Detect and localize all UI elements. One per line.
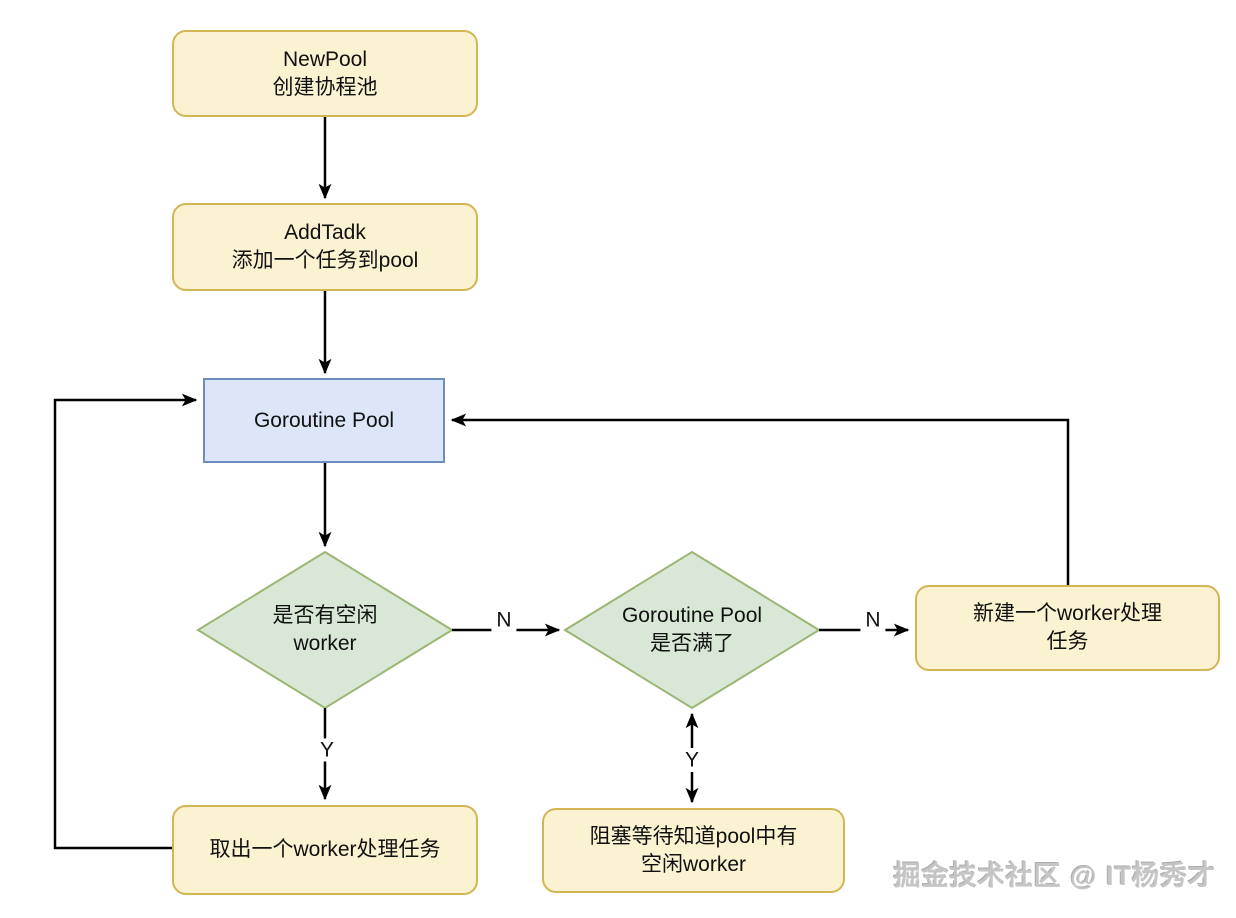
node-block-wait-line1: 阻塞等待知道pool中有: [589, 824, 798, 848]
node-goroutine-pool-label: Goroutine Pool: [253, 408, 395, 432]
node-new-worker-line2: 任务: [1046, 630, 1089, 653]
edge-label-full-yes: Y: [679, 748, 705, 772]
node-add-task: AddTadk 添加一个任务到pool: [172, 203, 478, 291]
edge-take-worker-loop-to-pool: [53, 393, 198, 850]
edge-label-idle-no: N: [491, 608, 517, 632]
edge-label-full-no: N: [860, 608, 886, 632]
idle-worker-decision-line1: 是否有空闲: [272, 604, 378, 628]
pool-full-decision-line1: Goroutine Pool: [621, 604, 763, 628]
node-new-worker-line1: 新建一个worker处理: [972, 602, 1162, 626]
pool-full-decision-line2: 是否满了: [650, 632, 734, 655]
node-new-pool: NewPool 创建协程池: [172, 30, 478, 117]
node-take-worker-label: 取出一个worker处理任务: [209, 838, 441, 862]
node-idle-worker-decision: 是否有空闲 worker: [215, 583, 435, 677]
node-take-worker: 取出一个worker处理任务: [172, 805, 478, 895]
node-pool-full-decision: Goroutine Pool 是否满了: [582, 583, 802, 677]
node-new-pool-title: NewPool: [282, 47, 368, 71]
diamond-pool-full-decision: [563, 550, 821, 710]
node-goroutine-pool: Goroutine Pool: [203, 378, 445, 463]
node-new-worker: 新建一个worker处理 任务: [915, 585, 1220, 671]
node-add-task-subtitle: 添加一个任务到pool: [231, 249, 419, 272]
watermark-text: 掘金技术社区 @ IT杨秀才: [893, 861, 1216, 891]
edge-label-idle-yes: Y: [314, 738, 340, 762]
node-block-wait-line2: 空闲worker: [640, 852, 746, 876]
node-block-wait: 阻塞等待知道pool中有 空闲worker: [542, 808, 845, 893]
node-new-pool-subtitle: 创建协程池: [272, 75, 378, 99]
edge-new-worker-loop-to-pool: [450, 413, 1070, 585]
idle-worker-decision-line2: worker: [293, 632, 357, 655]
node-add-task-title: AddTadk: [284, 221, 366, 245]
